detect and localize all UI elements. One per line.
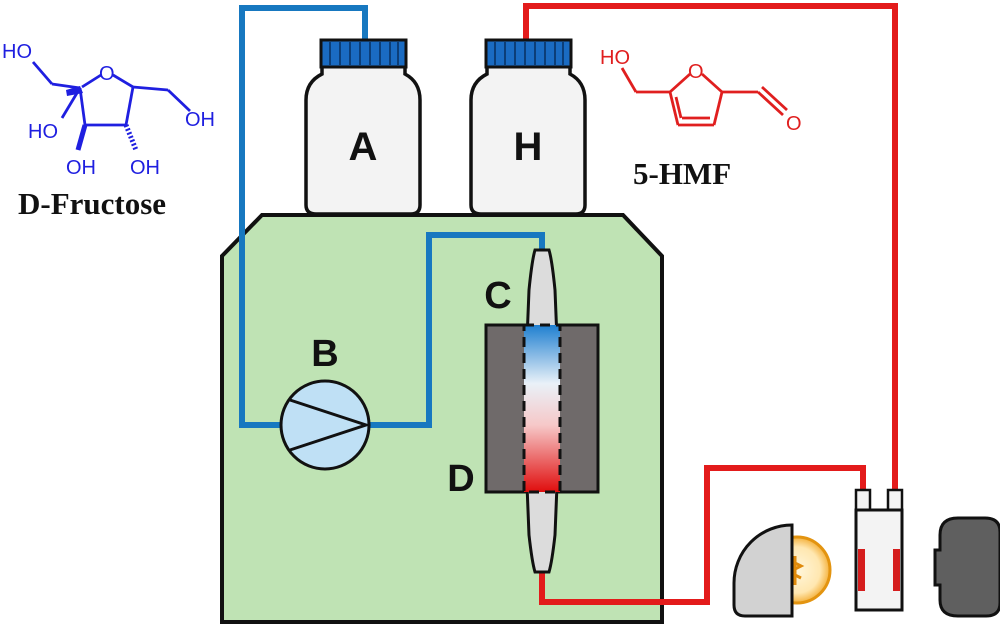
fructose-name: D-Fructose — [18, 186, 166, 221]
fructose-structure — [31, 61, 191, 151]
flow-cell — [854, 488, 904, 612]
lamp — [732, 523, 832, 618]
bottle-h-body — [469, 62, 587, 216]
fructose-oh-bottom-left: OH — [66, 157, 96, 179]
bottle-a: A — [304, 38, 422, 216]
bottle-a-body — [304, 62, 422, 216]
pump-label: B — [311, 333, 338, 375]
tube-bottle-a-to-pump — [239, 5, 368, 428]
hmf-atoms: HO O O — [600, 47, 802, 135]
reactor-bottom-tip — [525, 483, 559, 574]
reactor-packed-bed — [524, 325, 560, 492]
bottle-a-label: A — [349, 125, 378, 169]
tube-reactor-to-cell — [539, 465, 866, 605]
reactor-label: C — [484, 275, 511, 317]
bottle-h-label: H — [514, 125, 543, 169]
hmf-ald-o: O — [786, 113, 802, 135]
fructose-ho-top: HO — [2, 41, 32, 63]
reactor-column — [522, 248, 562, 574]
fructose-oh-right: OH — [185, 109, 215, 131]
hmf-ring-o: O — [688, 61, 704, 83]
fructose-ring-o: O — [99, 63, 115, 85]
pump-b: B — [279, 333, 371, 471]
heater-label: D — [447, 458, 474, 500]
tube-pump-to-reactor — [368, 232, 545, 428]
tube-bottle-h-to-cell — [523, 3, 898, 492]
bottle-h-cap — [484, 38, 573, 69]
reactor-bed-outline — [522, 323, 562, 494]
fructose-wedge — [66, 86, 83, 96]
bottle-a-cap — [319, 38, 408, 69]
pump-arrow-icon — [289, 398, 371, 452]
fructose-ho-left: HO — [28, 121, 58, 143]
lamp-filament-icon — [785, 556, 805, 585]
lamp-housing — [732, 523, 794, 618]
bottle-h: H — [469, 38, 587, 216]
fructose-atoms: HO O OH HO OH OH — [2, 41, 215, 179]
fructose-oh-bottom-right: OH — [130, 157, 160, 179]
hmf-ho: HO — [600, 47, 630, 69]
detector-icon — [933, 516, 1000, 618]
hmf-name: 5-HMF — [633, 156, 731, 191]
pump-icon — [279, 379, 371, 471]
hmf-structure — [620, 67, 788, 127]
